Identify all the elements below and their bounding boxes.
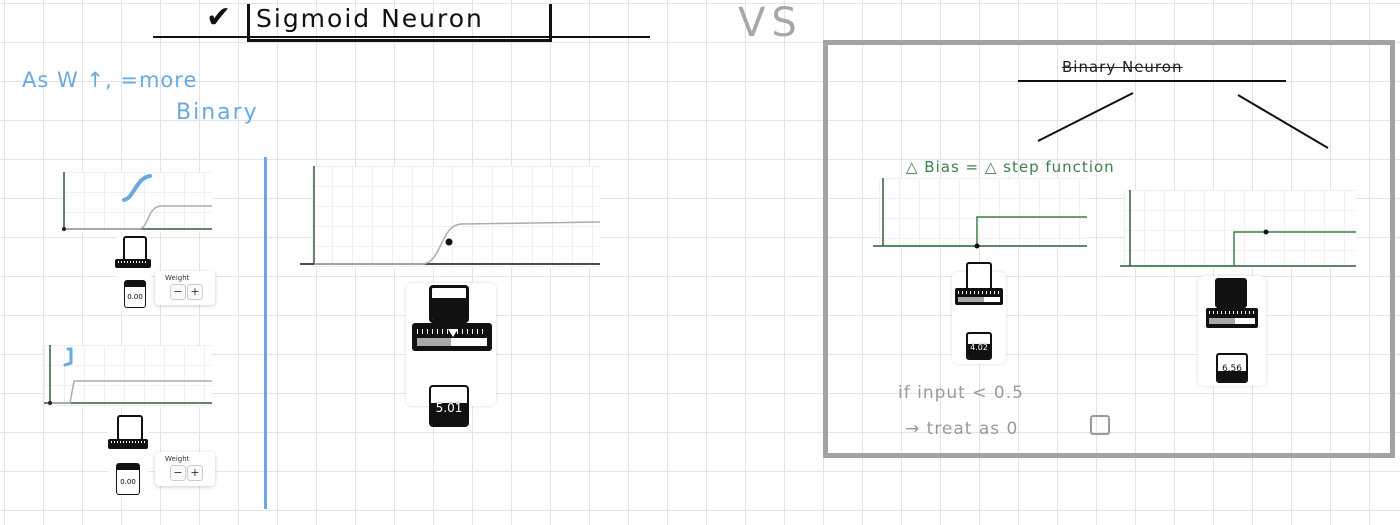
small-step-plot (44, 345, 212, 405)
neuron-output-box (429, 285, 469, 323)
weight-label: Weight (165, 274, 190, 282)
bias-slider[interactable] (115, 259, 151, 268)
small-sigmoid-chart (62, 172, 212, 232)
small-input-box: 0.00 (124, 280, 146, 308)
bias-slider[interactable] (955, 288, 1003, 305)
weight-increase-button[interactable]: + (187, 465, 203, 481)
weight-decrease-button[interactable]: − (170, 284, 186, 300)
note-binary: Binary (176, 100, 259, 125)
large-widget-value: 5.01 (435, 401, 463, 415)
weight-label: Weight (165, 455, 190, 463)
binary-right-value: 6.56 (1221, 364, 1243, 374)
note-weight-increase: As W ↑, =more (22, 68, 198, 92)
vertical-divider (264, 157, 267, 509)
threshold-note-line1: if input < 0.5 (898, 383, 1024, 403)
weight-control-top: Weight − + (155, 271, 215, 305)
binary-step-chart-left (873, 178, 1087, 249)
binary-input-box-left: 4.02 (966, 332, 992, 360)
bias-slider[interactable] (1206, 308, 1258, 328)
binary-step-plot-left (873, 178, 1087, 249)
large-neuron-widget: 5.01 (406, 283, 496, 427)
binary-neuron-widget-left: 4.02 (952, 262, 1006, 364)
binary-input-box-right: 6.56 (1216, 353, 1248, 383)
neuron-output-box (117, 415, 143, 441)
bias-slider[interactable] (412, 323, 492, 351)
binary-neuron-title: Binary Neuron (1062, 58, 1183, 76)
small-sigmoid-plot (62, 172, 212, 231)
bias-slider[interactable] (108, 439, 148, 449)
small-input-box: 0.00 (116, 463, 140, 495)
weight-control-bottom: Weight − + (155, 452, 215, 486)
bias-step-text: △ Bias = △ step function (906, 158, 1115, 176)
binary-neuron-panel (823, 40, 1395, 458)
sigmoid-neuron-title: Sigmoid Neuron (247, 4, 552, 42)
neuron-output-box (1215, 278, 1247, 308)
vs-label: VS (738, 0, 803, 46)
small-step-chart (44, 345, 212, 407)
bias-step-annotation: △ Bias = △ step function (906, 158, 1115, 176)
title-underline (153, 36, 650, 38)
small-widget-value: 0.00 (127, 293, 143, 301)
weight-decrease-button[interactable]: − (170, 465, 186, 481)
binary-title-underline (1018, 80, 1286, 82)
small-neuron-widget-top: 0.00 (115, 236, 151, 312)
binary-step-chart-right (1120, 190, 1356, 268)
binary-left-value: 4.02 (970, 343, 988, 352)
checkmark-icon: ✔ (206, 0, 232, 35)
large-input-box: 5.01 (429, 385, 469, 427)
weight-increase-button[interactable]: + (187, 284, 203, 300)
small-neuron-widget-bottom: 0.00 (108, 415, 148, 497)
threshold-note-line2: → treat as 0 (905, 419, 1019, 439)
slider-thumb-icon[interactable] (448, 329, 458, 337)
binary-neuron-widget-right: 6.56 (1198, 276, 1266, 386)
checkbox-icon (1090, 415, 1110, 435)
binary-step-plot-right (1120, 190, 1356, 267)
large-sigmoid-chart (300, 166, 601, 268)
large-sigmoid-plot (300, 166, 601, 265)
small-widget-value: 0.00 (120, 478, 136, 486)
